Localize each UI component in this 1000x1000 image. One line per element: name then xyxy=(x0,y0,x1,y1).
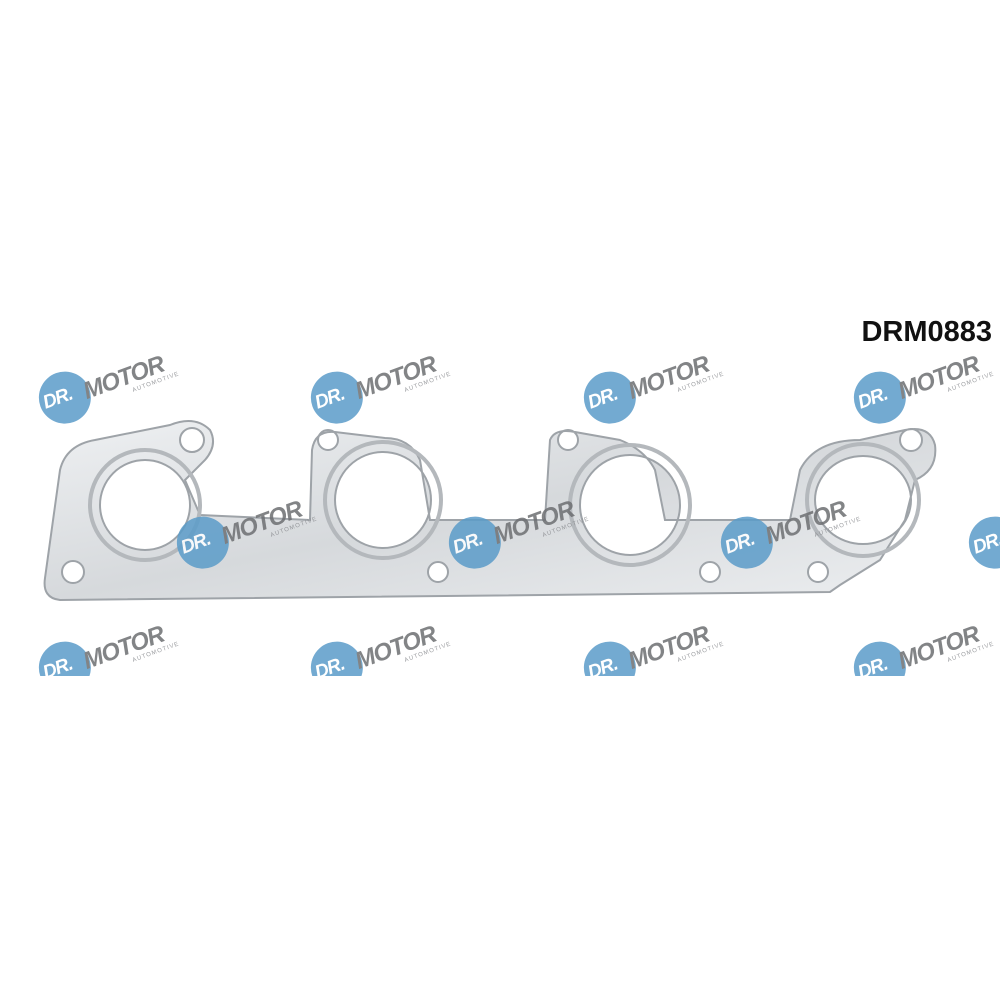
logo-motor-text: MOTOR xyxy=(351,350,440,405)
dr-motor-logo-watermark: DR. MOTOR AUTOMOTIVE xyxy=(958,460,1000,576)
dr-motor-logo-watermark: DR. MOTOR AUTOMOTIVE xyxy=(573,585,753,676)
watermark-layer: DR. MOTOR AUTOMOTIVE DR. MOTOR AUTOMOTIV… xyxy=(0,315,1000,676)
dr-motor-logo-watermark: DR. MOTOR AUTOMOTIVE xyxy=(28,585,208,676)
dr-motor-logo-watermark: DR. MOTOR AUTOMOTIVE xyxy=(843,585,1000,676)
dr-motor-logo-watermark: DR. MOTOR AUTOMOTIVE xyxy=(573,315,753,431)
dr-motor-logo-watermark: DR. MOTOR AUTOMOTIVE xyxy=(166,460,346,576)
logo-motor-text: MOTOR xyxy=(351,620,440,675)
logo-motor-text: MOTOR xyxy=(489,495,578,550)
logo-motor-text: MOTOR xyxy=(894,350,983,405)
logo-motor-text: MOTOR xyxy=(894,620,983,675)
dr-motor-logo-watermark: DR. MOTOR AUTOMOTIVE xyxy=(710,460,890,576)
dr-motor-logo-watermark: DR. MOTOR AUTOMOTIVE xyxy=(28,315,208,431)
dr-motor-logo-watermark: DR. MOTOR AUTOMOTIVE xyxy=(300,585,480,676)
logo-motor-text: MOTOR xyxy=(761,495,850,550)
dr-motor-logo-watermark: DR. MOTOR AUTOMOTIVE xyxy=(438,460,618,576)
product-code: DRM0883 xyxy=(861,316,992,348)
logo-motor-text: MOTOR xyxy=(79,350,168,405)
logo-motor-text: MOTOR xyxy=(624,350,713,405)
dr-motor-logo-watermark: DR. MOTOR AUTOMOTIVE xyxy=(0,425,28,540)
logo-motor-text: MOTOR xyxy=(79,620,168,675)
logo-motor-text: MOTOR xyxy=(624,620,713,675)
logo-motor-text: MOTOR xyxy=(217,495,306,550)
dr-motor-logo-watermark: DR. MOTOR AUTOMOTIVE xyxy=(300,315,480,431)
